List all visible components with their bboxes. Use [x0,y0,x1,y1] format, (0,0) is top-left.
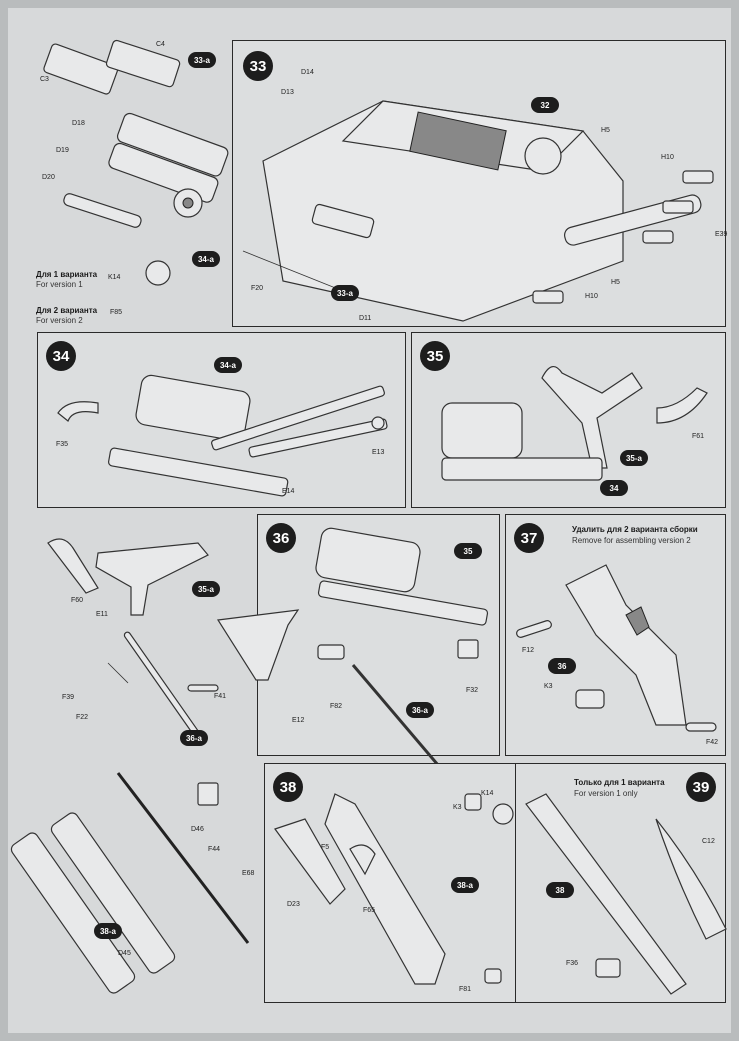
label-k3-38: K3 [453,804,462,811]
label-h10-top: H10 [661,154,674,161]
label-f42: F42 [706,739,719,746]
label-f22: F22 [76,714,89,721]
label-d11: D11 [359,315,372,322]
label-f82: F82 [330,703,343,710]
step-38-badge: 38 [273,772,303,802]
step-34-panel: 34 34-a F35 E13 E14 [37,332,406,508]
badge-38-ref: 38 [546,882,574,898]
badge-33a-panel: 33-a [331,285,359,301]
step-35-panel: 35 F61 35-a 34 [411,332,726,508]
note-v2-en: For version 2 [36,316,83,325]
badge-36a-left: 36-a [180,730,208,746]
badge-35a-left: 35-a [192,581,220,597]
label-f44: F44 [208,846,221,853]
label-e13: E13 [372,449,385,456]
label-d46: D46 [191,826,204,833]
label-h5-bottom: H5 [611,279,620,286]
label-d13: D13 [281,89,294,96]
note-remove-ru: Удалить для 2 варианта сборки [572,525,698,534]
track-parts-illustration [43,39,229,286]
label-k14-38: K14 [481,790,494,797]
badge-35-ref: 35 [454,543,482,559]
label-f36: F36 [566,960,579,967]
label-f41: F41 [214,693,227,700]
note-only-v1-ru: Только для 1 варианта [574,778,665,787]
step-38-panel: 38 K3 K14 F5 D23 F65 38-a F81 [264,763,518,1003]
label-f35: F35 [56,441,69,448]
label-f5: F5 [321,844,330,851]
label-f32: F32 [466,687,479,694]
hull-illustration [242,100,714,322]
step-36-badge: 36 [266,523,296,553]
label-h5-top: H5 [601,127,610,134]
label-c12: C12 [702,838,715,845]
note-v1-en: For version 1 [36,280,83,289]
mount-parts-illustration [10,538,250,994]
badge-32: 32 [531,97,559,113]
label-f61: F61 [692,433,705,440]
badge-36a-panel: 36-a [406,702,434,718]
label-d23: D23 [287,901,300,908]
badge-38a-left: 38-a [94,923,122,939]
label-f20: F20 [251,285,264,292]
label-d20: D20 [42,174,55,181]
label-f85: F85 [110,309,123,316]
step-34-badge: 34 [46,341,76,371]
label-k14: K14 [108,274,121,281]
badge-38a-panel: 38-a [451,877,479,893]
label-d45: D45 [118,950,131,957]
note-v1-ru: Для 1 варианта [36,270,98,279]
note-v2-ru: Для 2 варианта [36,306,98,315]
label-h10-bottom: H10 [585,293,598,300]
label-f39: F39 [62,694,75,701]
label-k3-37: K3 [544,683,553,690]
label-f81: F81 [459,986,472,993]
label-f65: F65 [363,907,376,914]
step-35-badge: 35 [420,341,450,371]
step-33-badge: 33 [243,51,273,81]
shield-illustration [525,793,727,995]
frame-illustration [441,366,708,481]
badge-35a-panel: 35-a [620,450,648,466]
label-e12: E12 [292,717,305,724]
label-f60: F60 [71,597,84,604]
note-remove-en: Remove for assembling version 2 [572,536,691,545]
step-37-badge: 37 [514,523,544,553]
badge-34a-panel: 34-a [214,357,242,373]
gun-cradle-illustration [274,793,514,985]
badge-36-ref: 36 [548,658,576,674]
badge-34a-top: 34-a [192,251,220,267]
label-d18: D18 [72,120,85,127]
badge-34-ref: 34 [600,480,628,496]
step-37-panel: 37 Удалить для 2 варианта сборки Remove … [505,514,726,756]
instruction-page: C4 C3 33-a D18 D19 D20 34-a Для 1 вариан… [8,8,731,1033]
label-c4: C4 [156,41,165,48]
step-36-panel: 36 35 F41 E12 F82 F32 36-a [187,514,500,766]
label-d14: D14 [301,69,314,76]
note-only-v1-en: For version 1 only [574,789,638,798]
label-c3: C3 [40,76,49,83]
breech-illustration [516,564,717,732]
label-e39: E39 [715,231,728,238]
suspension-illustration [57,374,388,497]
label-d19: D19 [56,147,69,154]
step-33-panel: 33 D14 D13 32 H5 H10 E39 H5 H10 F20 33-a… [232,40,728,327]
label-f12: F12 [522,647,535,654]
step-39-badge: 39 [686,772,716,802]
cradle-illustration [187,527,489,766]
label-e14: E14 [282,488,295,495]
label-e11: E11 [96,611,108,618]
label-e68: E68 [242,870,255,877]
badge-33a: 33-a [188,52,216,68]
step-39-panel: 39 Только для 1 варианта For version 1 o… [515,763,727,1003]
